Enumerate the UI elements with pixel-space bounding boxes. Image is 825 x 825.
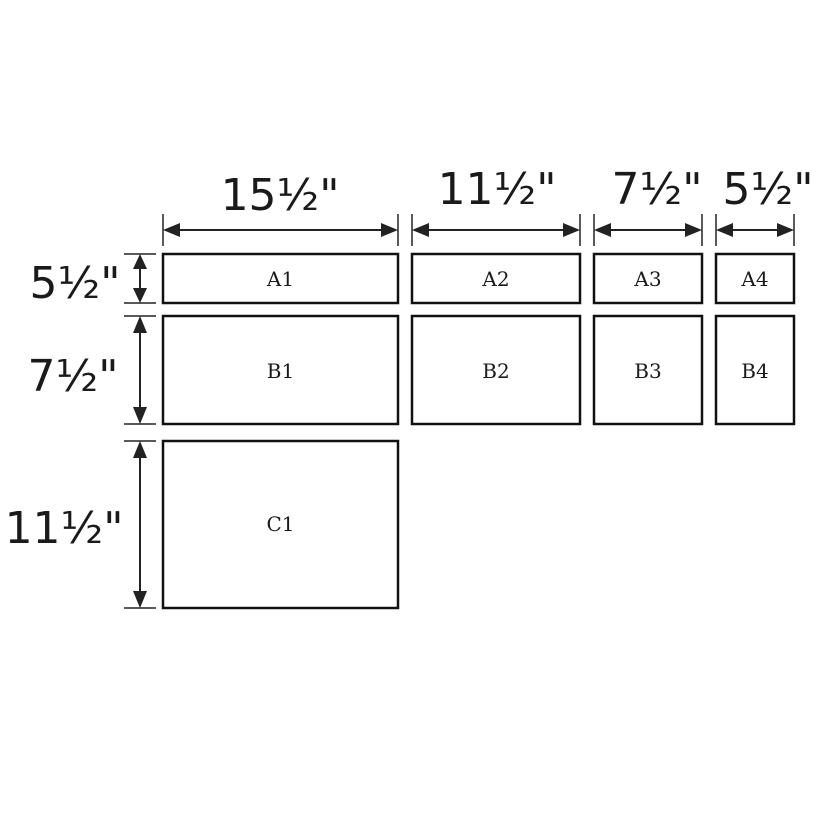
arrowhead-right xyxy=(381,223,398,237)
box-b4: B4 xyxy=(714,314,796,426)
column-dimension-col-1: 15½" xyxy=(162,170,399,246)
arrowhead-right xyxy=(685,223,702,237)
box-frame xyxy=(161,439,400,610)
arrowhead-left xyxy=(716,223,733,237)
box-c1: C1 xyxy=(161,439,400,610)
box-a1: A1 xyxy=(161,252,400,305)
box-label: A2 xyxy=(481,267,509,291)
box-b3: B3 xyxy=(592,314,704,426)
box-frame xyxy=(161,314,400,426)
box-frame xyxy=(410,314,582,426)
box-label: B3 xyxy=(634,359,661,383)
box-frame xyxy=(714,252,796,305)
box-frame xyxy=(592,314,704,426)
row-height-label: 5½" xyxy=(30,258,121,309)
box-b2: B2 xyxy=(410,314,582,426)
row-dimension-row-c: 11½" xyxy=(5,440,156,609)
box-a4: A4 xyxy=(714,252,796,305)
arrowhead-up xyxy=(133,316,147,333)
box-a2: A2 xyxy=(410,252,582,305)
arrowhead-left xyxy=(412,223,429,237)
box-a3: A3 xyxy=(592,252,704,305)
box-label: C1 xyxy=(266,512,294,536)
arrowhead-down xyxy=(133,407,147,424)
arrowhead-up xyxy=(133,441,147,458)
column-dimension-col-4: 5½" xyxy=(715,164,814,246)
arrowhead-left xyxy=(163,223,180,237)
row-height-label: 7½" xyxy=(28,351,119,402)
box-label: B4 xyxy=(741,359,768,383)
column-dimension-col-2: 11½" xyxy=(411,164,581,246)
box-frame xyxy=(161,252,400,305)
box-frame xyxy=(592,252,704,305)
box-label: B1 xyxy=(267,359,294,383)
column-width-label: 11½" xyxy=(438,164,557,215)
box-frame xyxy=(714,314,796,426)
row-height-label: 11½" xyxy=(5,503,124,554)
row-dimension-row-a: 5½" xyxy=(30,253,156,309)
box-label: B2 xyxy=(482,359,509,383)
box-label: A3 xyxy=(633,267,661,291)
arrowhead-up xyxy=(133,254,147,269)
box-b1: B1 xyxy=(161,314,400,426)
column-width-label: 5½" xyxy=(723,164,814,215)
arrowhead-right xyxy=(563,223,580,237)
box-label: A4 xyxy=(740,267,768,291)
row-dimension-row-b: 7½" xyxy=(28,315,156,425)
box-label: A1 xyxy=(266,267,294,291)
column-width-label: 7½" xyxy=(612,164,703,215)
arrowhead-down xyxy=(133,288,147,303)
arrowhead-left xyxy=(594,223,611,237)
box-frame xyxy=(410,252,582,305)
column-width-label: 15½" xyxy=(221,170,340,221)
arrowhead-down xyxy=(133,591,147,608)
arrowhead-right xyxy=(777,223,794,237)
column-dimension-col-3: 7½" xyxy=(593,164,703,246)
